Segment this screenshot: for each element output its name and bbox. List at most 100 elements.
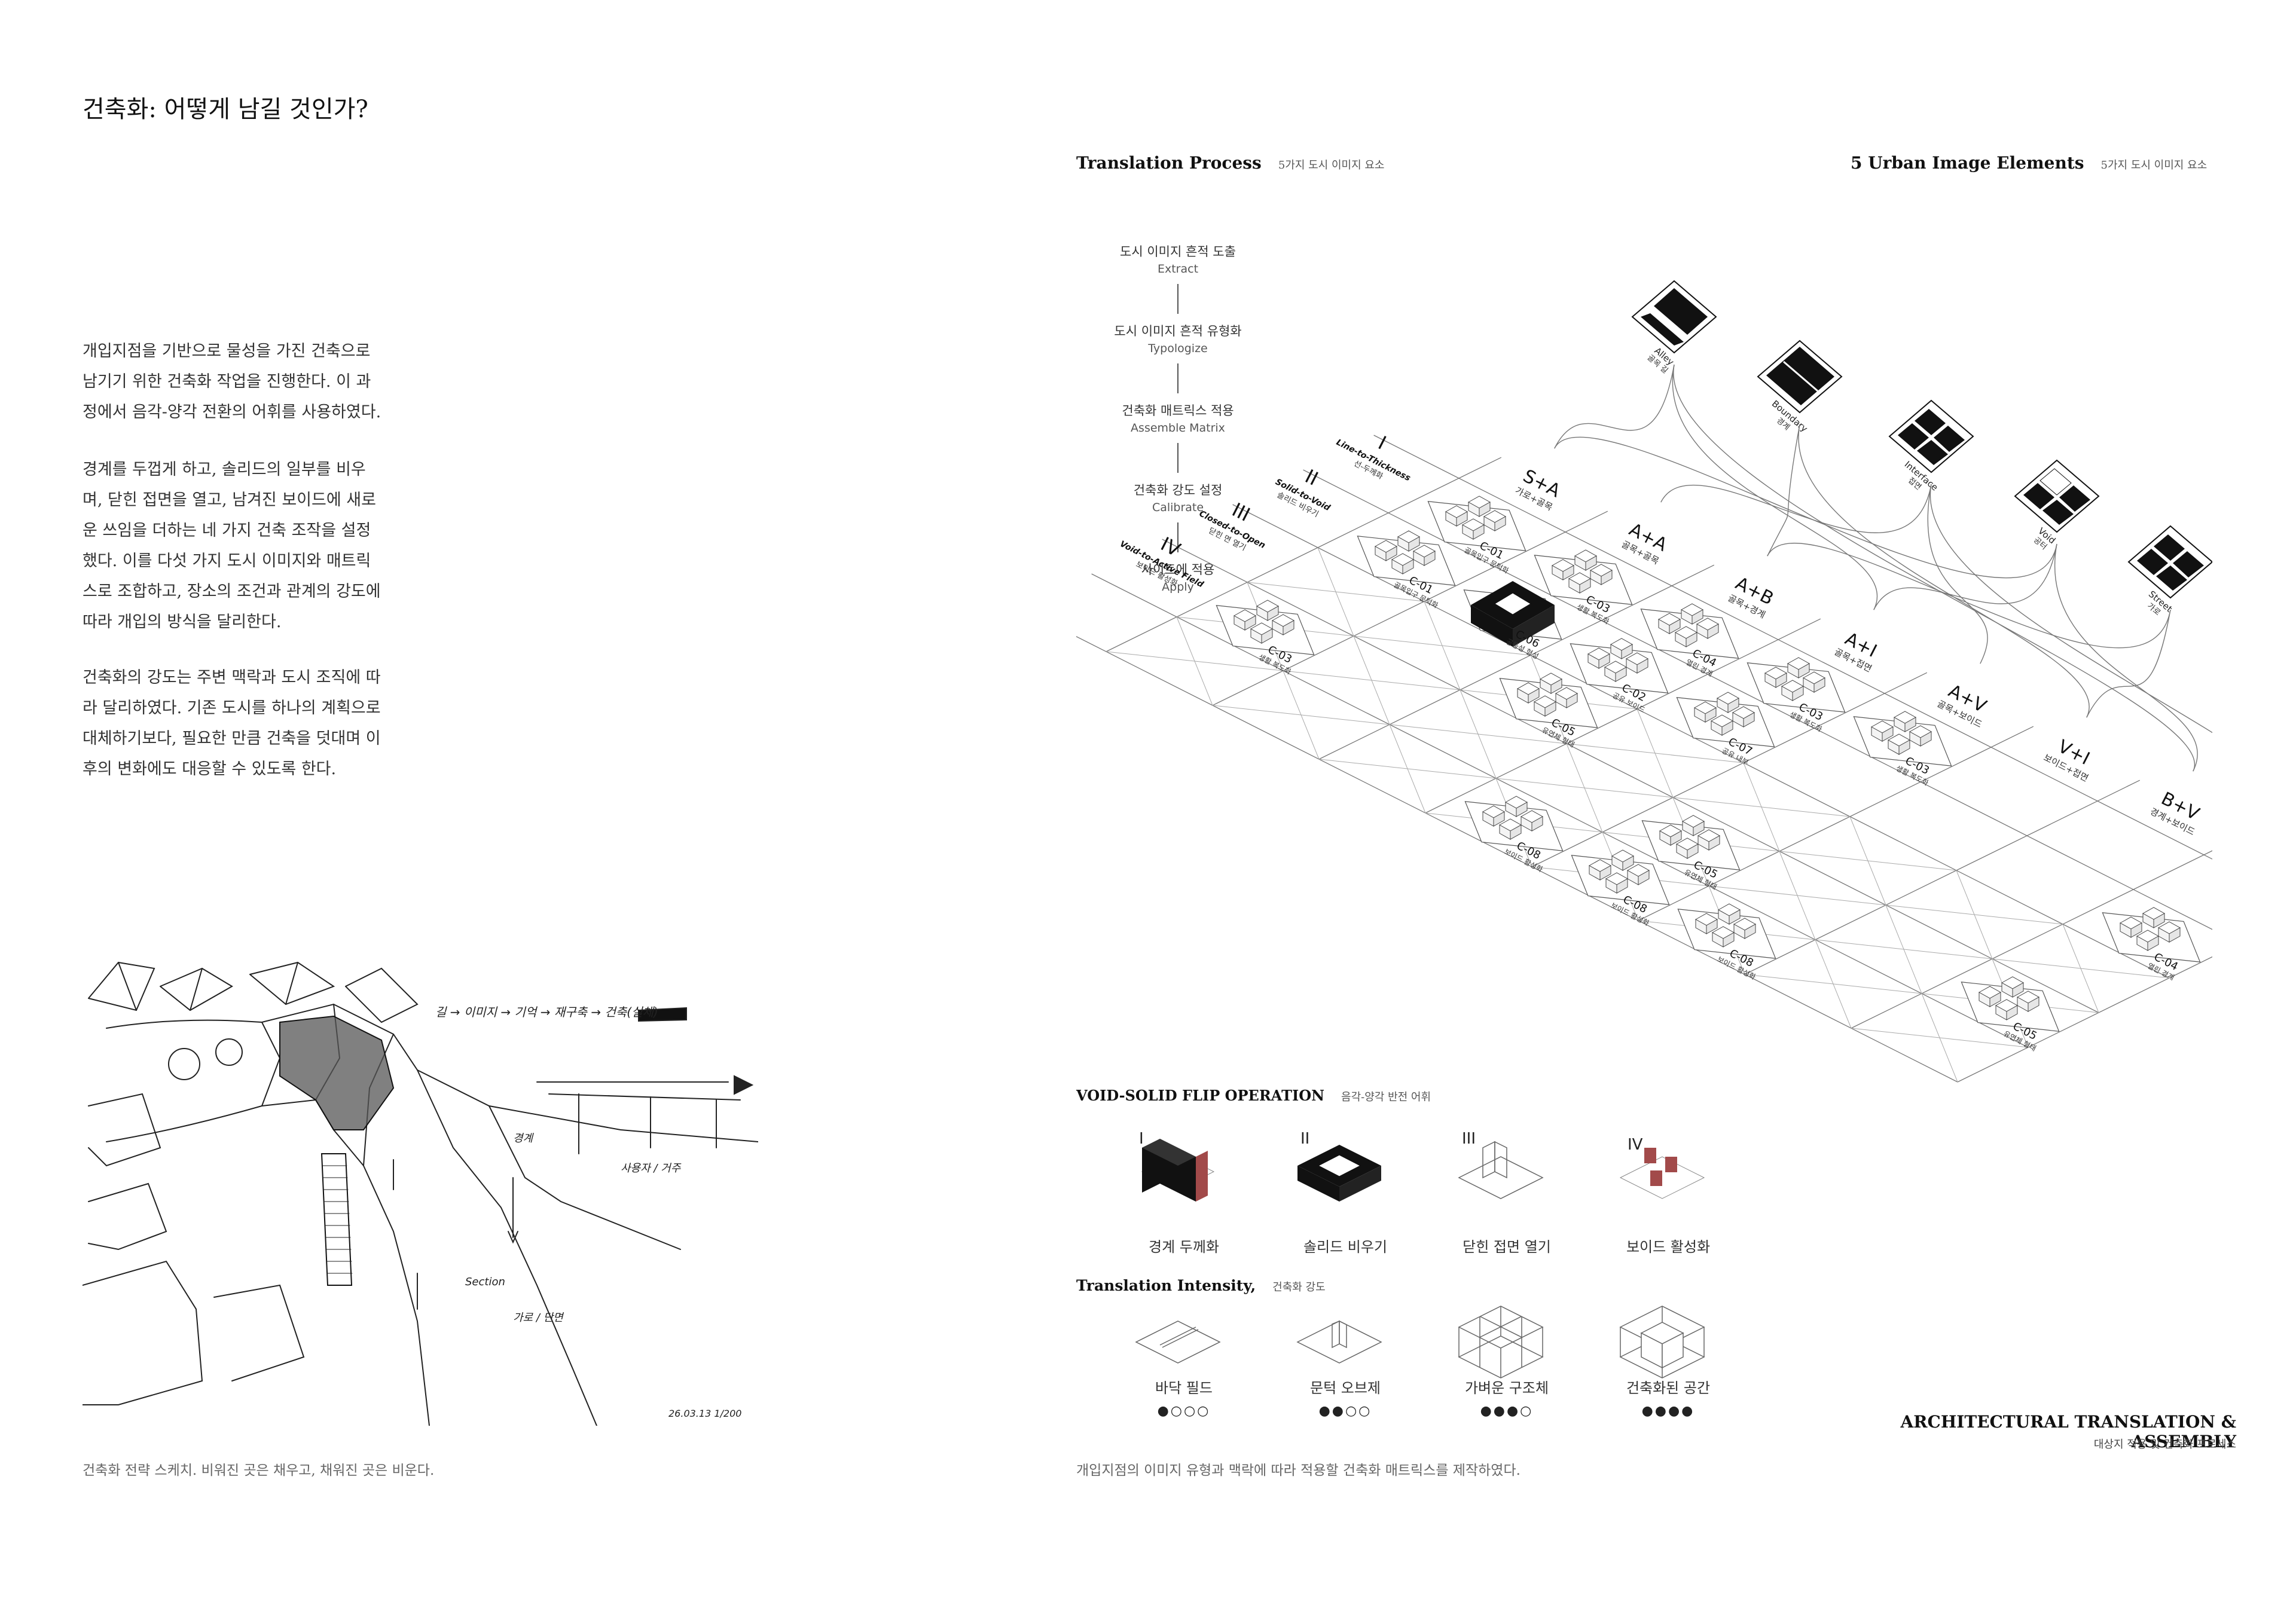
element-fill xyxy=(1654,288,1708,335)
page-title: 건축화: 어떻게 남길 것인가? xyxy=(83,96,368,123)
sketch-note: 사용자 / 거주 xyxy=(621,1162,682,1175)
cell-box-side xyxy=(2169,927,2181,943)
connection-curve xyxy=(1660,484,1932,533)
cell-box-side xyxy=(2153,913,2165,928)
cell-box-side xyxy=(1616,878,1628,894)
flip-label: 닫힌 접면 열기 xyxy=(1463,1239,1551,1255)
cell-box-side xyxy=(1402,559,1414,574)
step-en: Calibrate xyxy=(1152,501,1204,514)
element-fill xyxy=(1641,313,1684,346)
step-en: Apply xyxy=(1162,580,1194,594)
connection-curve xyxy=(1554,436,2057,579)
cell-box-side xyxy=(2006,1005,2018,1020)
cell-box-side xyxy=(1473,524,1485,540)
grid-col-line xyxy=(1425,618,1821,814)
element-fill xyxy=(2156,566,2187,591)
grid-col-line xyxy=(1638,726,2034,921)
grid-diagonal xyxy=(1389,724,1567,744)
step-connector xyxy=(1177,443,1178,473)
text-line: 대체하기보다, 필요한 만큼 건축을 덧대며 이 xyxy=(83,729,381,748)
cell-solid xyxy=(1513,605,1555,647)
assembly-title: ARCHITECTURAL TRANSLATION & ASSEMBLY xyxy=(1900,1412,2236,1451)
cell-box-side xyxy=(1283,620,1294,635)
body-paragraph-2: 경계를 두껍게 하고, 솔리드의 일부를 비우 며, 닫힌 접면을 열고, 남겨… xyxy=(83,454,441,637)
cell-box-side xyxy=(1598,653,1610,669)
element-fill xyxy=(1917,440,1948,465)
cell-box-side xyxy=(1686,632,1697,647)
cell-box-side xyxy=(1727,698,1739,713)
text-line: 며, 닫힌 접면을 열고, 남겨진 보이드에 새로 xyxy=(83,491,376,509)
assembly-subtitle: 대상지 적용 및 건축화 프로세스 xyxy=(2093,1438,2236,1451)
flip-num: II xyxy=(1300,1130,1310,1148)
connection-curve xyxy=(1767,542,2171,649)
matrix-grid xyxy=(1076,435,2212,1083)
cell-box-side xyxy=(1531,816,1543,832)
row-numeral: I xyxy=(1375,432,1390,454)
cell-box-side xyxy=(1898,739,1910,755)
element-void xyxy=(2039,468,2072,496)
text-line: 라 달리하였다. 기존 도시를 하나의 계획으로 xyxy=(83,699,381,717)
element-fill xyxy=(2173,551,2204,577)
flip-label: 보이드 활성화 xyxy=(1626,1239,1711,1255)
grid-row-line xyxy=(1162,539,2099,1013)
flip-label: 솔리드 비우기 xyxy=(1303,1239,1388,1255)
cell-void xyxy=(1494,592,1531,615)
grid-diagonal xyxy=(1885,904,2063,925)
cell-box-side xyxy=(1562,565,1574,580)
grid-diagonal xyxy=(1318,759,1497,779)
grid-row-line xyxy=(1076,635,1958,1083)
grid-diagonal xyxy=(1283,670,1461,690)
intensity-icon-threshold xyxy=(1296,1320,1382,1364)
sketch-caption: 건축화 전략 스케치. 비워진 곳은 채우고, 채워진 곳은 비운다. xyxy=(83,1463,435,1478)
cell-box-side xyxy=(1723,932,1735,947)
header-title: 5 Urban Image Elements xyxy=(1851,153,2084,173)
flip-icon-hollow xyxy=(1297,1145,1381,1202)
grid-diagonal xyxy=(1708,885,1886,906)
cell-box-side xyxy=(1669,619,1681,634)
matrix-column-header: A+I골목+접면 xyxy=(1833,628,1880,674)
cell-box-side xyxy=(1516,802,1528,817)
body-paragraph-1: 개입지점을 기반으로 물성을 가진 건축으로 남기기 위한 건축화 작업을 진행… xyxy=(83,336,441,427)
grid-diagonal xyxy=(1495,778,1674,798)
intensity-icon-space xyxy=(1619,1306,1705,1379)
cell-box-side xyxy=(1579,578,1591,594)
intensity-label: 가벼운 구조체 xyxy=(1464,1380,1549,1396)
step-ko: 건축화 강도 설정 xyxy=(1133,483,1223,497)
cell-box-side xyxy=(1705,707,1717,723)
process-step-typologize: 도시 이미지 흔적 유형화 Typologize xyxy=(1076,322,1280,355)
element-fill xyxy=(2154,534,2185,561)
grid-diagonal xyxy=(1815,939,1993,959)
cell-box-side xyxy=(2012,982,2024,998)
row-numeral: IV xyxy=(1157,533,1184,561)
cell-box-side xyxy=(1424,551,1436,566)
grid-col-line xyxy=(1318,564,1715,760)
flip-num: I xyxy=(1139,1130,1144,1148)
element-tile xyxy=(1888,399,1974,473)
header-subtitle: 건축화 강도 xyxy=(1272,1281,1326,1294)
step-ko: 도시 이미지 흔적 유형화 xyxy=(1114,324,1242,338)
grid-diagonal xyxy=(1353,635,1531,656)
intensity-level-dots: ●○○○ xyxy=(1157,1404,1211,1419)
cell-box-side xyxy=(1385,546,1397,561)
matrix-column-header: S+A가로+골목 xyxy=(1513,466,1564,513)
cell-solid xyxy=(1471,605,1513,647)
matrix-column-header: A+B골목+경계 xyxy=(1726,573,1777,620)
cell-box-side xyxy=(1707,623,1719,639)
header-subtitle: 5가지 도시 이미지 요소 xyxy=(2100,159,2208,172)
grid-row-line xyxy=(1303,469,2212,930)
intensity-label: 건축화된 공간 xyxy=(1626,1380,1711,1396)
strategy-sketch: 길 → 이미지 → 기억 → 재구축 → 건축(실체) 경계 사용자 / 거주 … xyxy=(83,961,758,1426)
header-title: Translation Process xyxy=(1076,153,1262,173)
cell-box-side xyxy=(2028,997,2039,1012)
sketch-note: 길 → 이미지 → 기억 → 재구축 → 건축(실체) xyxy=(435,1005,658,1019)
cell-box-side xyxy=(1706,919,1718,934)
cell-box-side xyxy=(1744,924,1756,939)
